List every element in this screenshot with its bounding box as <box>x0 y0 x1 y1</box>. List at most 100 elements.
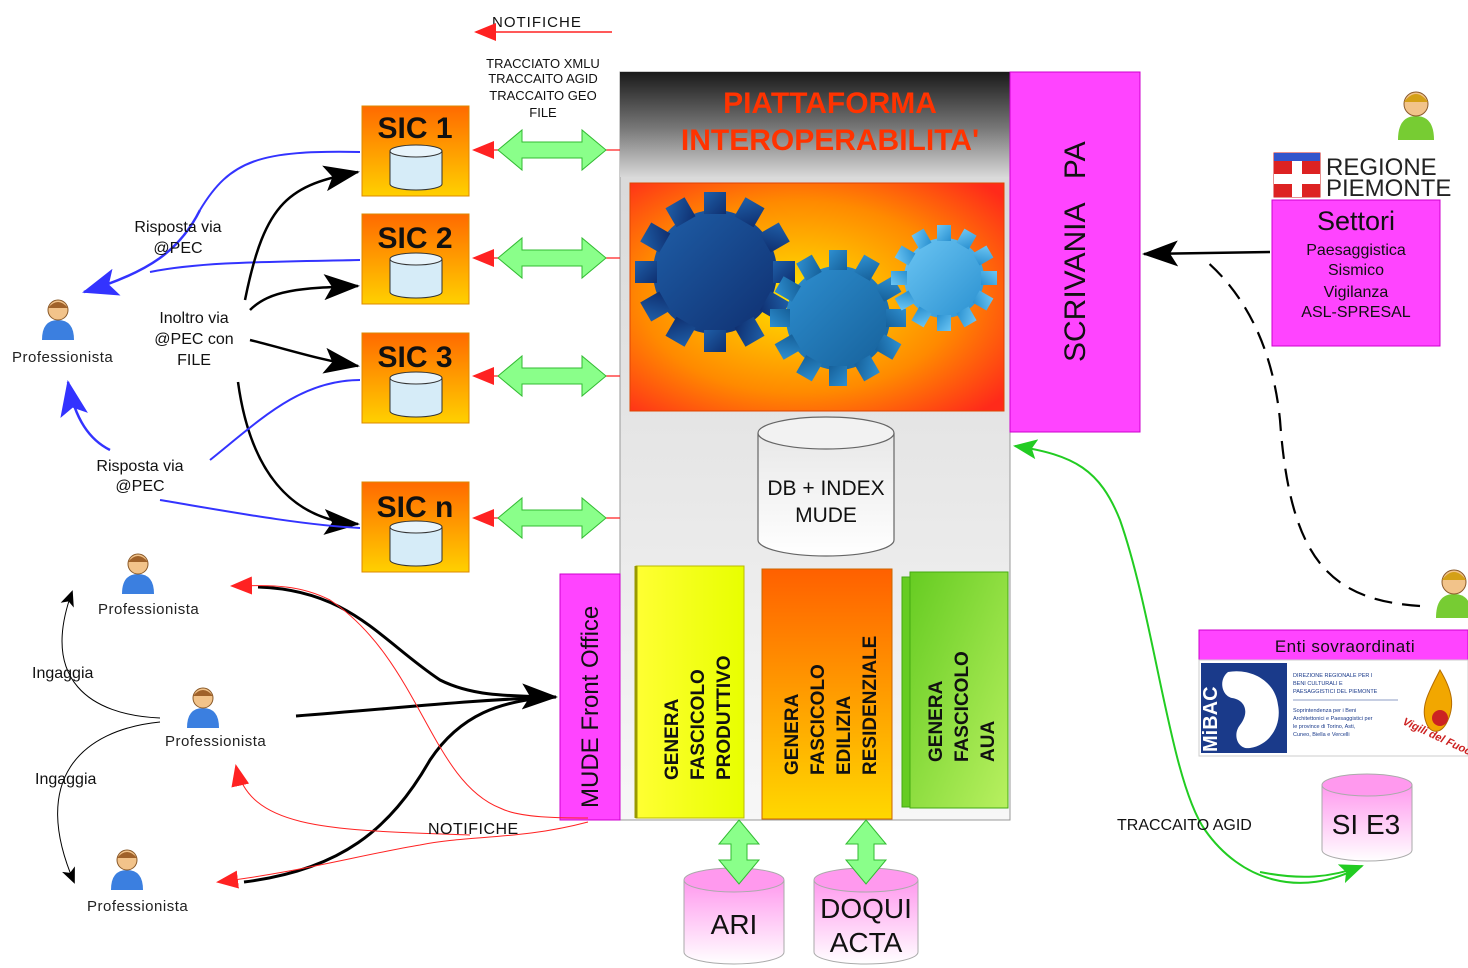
risposta-pec-2-arrows <box>60 379 361 529</box>
db-label-2: MUDE <box>795 504 857 527</box>
sic-2-label: SIC 2 <box>377 222 452 255</box>
inoltro-line-1: Inoltro via <box>159 310 228 327</box>
settori-item-4: ASL-SPRESAL <box>1301 304 1410 321</box>
sic-n: SIC n <box>361 481 470 573</box>
professionista-bottom-label: Professionista <box>87 898 188 915</box>
genera-aua-line-1: GENERA <box>926 680 947 762</box>
tracciato-line-4: FILE <box>529 105 557 120</box>
genera-edilizia-line-3: EDILIZIA <box>834 696 855 775</box>
settori-item-1: Paesaggistica <box>1306 242 1406 259</box>
bottom-notifiche-label: NOTIFICHE <box>428 821 519 838</box>
person-green-top-icon <box>1398 91 1434 140</box>
sopr-desc-1: Soprintendenza per i Beni <box>1293 708 1356 714</box>
doqui-label-2: ACTA <box>830 927 903 958</box>
ari-connector <box>717 819 761 885</box>
genera-aua-line-3: AUA <box>978 721 999 762</box>
genera-produttivo-line-3: PRODUTTIVO <box>714 655 735 780</box>
inoltro-line-3: FILE <box>177 352 211 369</box>
enti-sovraordinati: Enti sovraordinati MiBAC DIREZIONE REGIO… <box>1198 629 1468 761</box>
scrivania-label: SCRIVANIA PA <box>1059 141 1092 362</box>
person-icon <box>111 849 143 890</box>
risposta-pec-2: Risposta via @PEC <box>96 458 183 495</box>
ingaggia-arrows: Ingaggia Ingaggia <box>32 590 161 884</box>
sopr-desc-2: Architettonici e Paesaggistici per <box>1293 716 1373 722</box>
doqui-connector <box>844 819 888 885</box>
tracciato-line-3: TRACCAITO GEO <box>489 88 596 103</box>
db-mude-cylinder: DB + INDEX MUDE <box>757 416 895 557</box>
risposta-pec-2-line-2: @PEC <box>115 478 164 495</box>
mibac-text: MiBAC <box>1200 686 1222 752</box>
sic-1-label: SIC 1 <box>377 112 452 145</box>
genera-produttivo-line-1: GENERA <box>662 698 683 780</box>
risposta-pec-1-arrows <box>82 150 361 296</box>
risposta-pec-1: Risposta via @PEC <box>134 219 221 257</box>
sic-3-label: SIC 3 <box>377 341 452 374</box>
professionista-main: Professionista <box>12 299 113 366</box>
ingaggia-2: Ingaggia <box>35 771 96 788</box>
platform: PIATTAFORMA INTEROPERABILITA' <box>619 71 1011 821</box>
sic-3: SIC 3 <box>361 332 470 424</box>
platform-title-1: PIATTAFORMA <box>723 87 937 120</box>
inoltro-line-2: @PEC con <box>154 331 233 348</box>
professionista-middle-label: Professionista <box>165 733 266 750</box>
genera-edilizia-box: GENERA FASCICOLO EDILIZIA RESIDENZIALE <box>761 568 893 820</box>
risposta-pec-1-line-1: Risposta via <box>134 219 221 236</box>
genera-produttivo-line-2: FASCICOLO <box>688 669 709 780</box>
regione-line-2: PIEMONTE <box>1326 175 1451 202</box>
inoltro-text: Inoltro via @PEC con FILE <box>154 310 233 369</box>
doqui-label-1: DOQUI <box>820 893 912 924</box>
genera-aua-line-2: FASCICOLO <box>952 651 973 762</box>
risposta-pec-1-line-2: @PEC <box>153 240 202 257</box>
db-label-1: DB + INDEX <box>767 477 884 500</box>
top-notifiche-label: NOTIFICHE <box>492 14 582 31</box>
si-e3-label: SI E3 <box>1332 809 1400 840</box>
professionista-top-label: Professionista <box>98 601 199 618</box>
mibac-desc-3: PAESAGGISTICI DEL PIEMONTE <box>1293 689 1378 695</box>
enti-title: Enti sovraordinati <box>1275 637 1415 656</box>
ari-label: ARI <box>711 909 758 940</box>
notifiche-red-arrows: NOTIFICHE <box>216 576 589 889</box>
traccaito-agid-label: TRACCAITO AGID <box>1117 817 1252 834</box>
person-icon <box>122 553 154 594</box>
platform-header <box>620 72 1010 177</box>
ingaggia-1: Ingaggia <box>32 665 93 682</box>
person-green-bottom-icon <box>1436 569 1468 618</box>
regione-piemonte-logo: REGIONE PIEMONTE <box>1273 152 1451 202</box>
person-icon <box>187 687 219 728</box>
to-front-office-arrows <box>243 585 558 884</box>
tracciato-line-2: TRACCAITO AGID <box>488 71 598 86</box>
ari-cylinder: ARI <box>683 867 785 965</box>
professionista-main-label: Professionista <box>12 349 113 366</box>
doqui-cylinder: DOQUI ACTA <box>813 867 919 965</box>
sic-1-connector <box>472 128 620 172</box>
genera-aua-box: GENERA FASCICOLO AUA <box>901 571 1009 809</box>
platform-title-2: INTEROPERABILITA' <box>681 124 979 157</box>
sic-platform-connectors <box>472 128 620 540</box>
settori-item-3: Vigilanza <box>1324 284 1389 301</box>
mude-front-office-label: MUDE Front Office <box>577 606 604 808</box>
genera-edilizia-line-4: RESIDENZIALE <box>860 636 881 775</box>
risposta-pec-2-line-1: Risposta via <box>96 458 183 475</box>
si-e3-cylinder: SI E3 <box>1321 773 1413 862</box>
dashed-connection <box>1204 259 1421 608</box>
mibac-desc-2: BENI CULTURALI E <box>1293 681 1343 687</box>
settori-to-scrivania-arrow <box>1142 240 1271 267</box>
tracciato-line-1: TRACCIATO XMLU <box>486 56 600 71</box>
genera-edilizia-line-2: FASCICOLO <box>808 664 829 775</box>
gear-small-icon <box>891 225 997 331</box>
settori-box: Settori Paesaggistica Sismico Vigilanza … <box>1271 199 1441 347</box>
settori-item-2: Sismico <box>1328 262 1384 279</box>
sic-1: SIC 1 <box>361 105 470 197</box>
gear-large-icon <box>635 192 795 352</box>
mude-front-office: MUDE Front Office <box>559 573 621 821</box>
top-notifiche: NOTIFICHE <box>474 14 612 41</box>
mibac-desc-1: DIREZIONE REGIONALE PER I <box>1293 673 1373 679</box>
genera-edilizia-line-1: GENERA <box>782 693 803 775</box>
gear-medium-icon <box>770 250 906 386</box>
traccaito-agid-arrow: TRACCAITO AGID <box>1013 439 1364 884</box>
professionista-top: Professionista <box>98 553 199 618</box>
professionista-bottom: Professionista <box>87 849 188 915</box>
professionista-middle: Professionista <box>165 687 266 750</box>
